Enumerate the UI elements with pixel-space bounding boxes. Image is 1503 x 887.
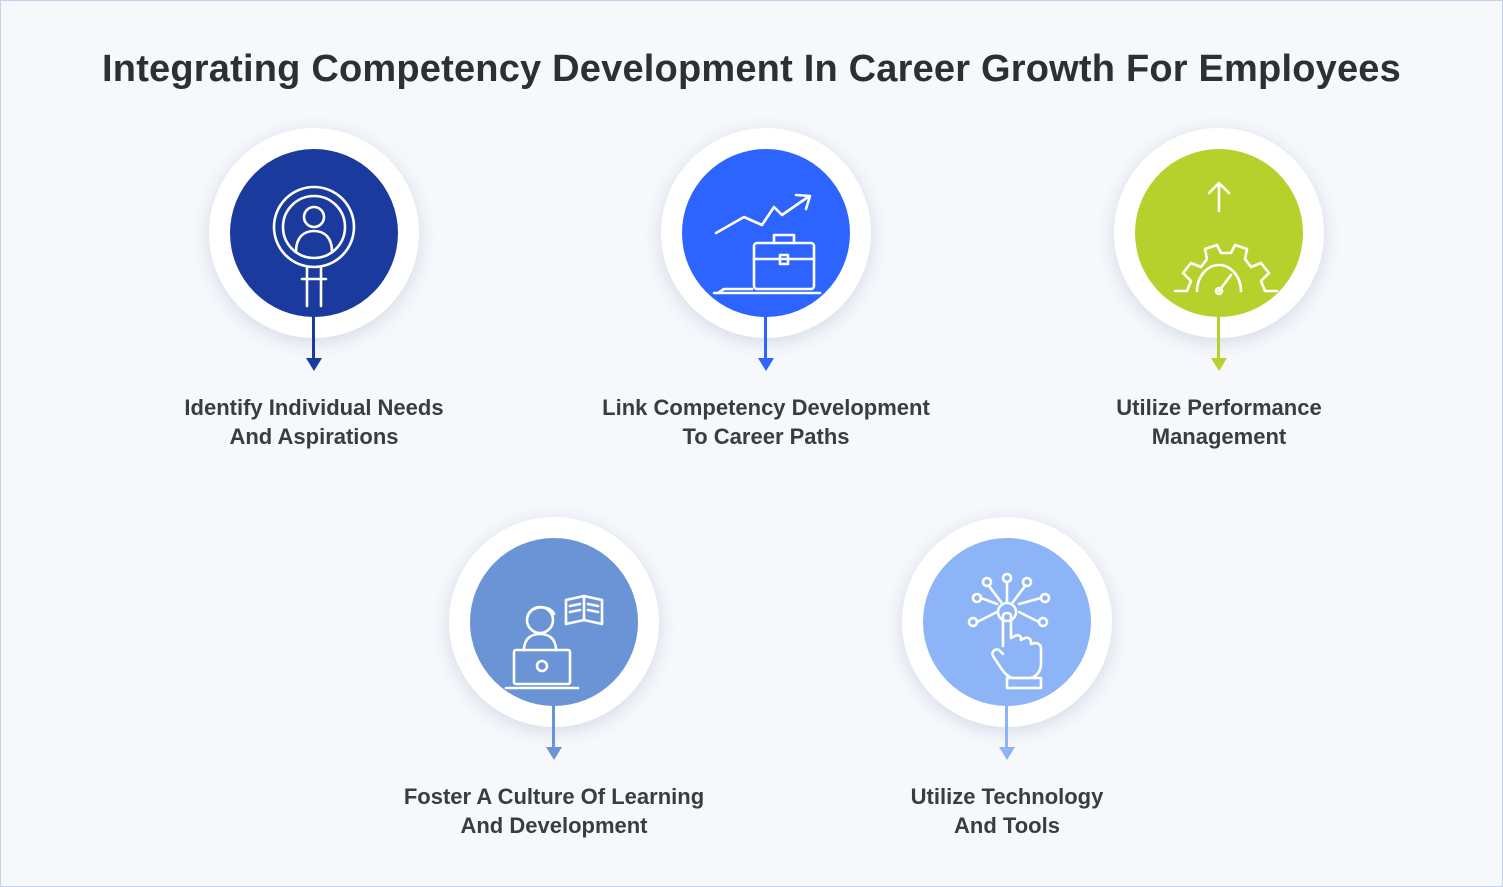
briefcase-growth-icon: [712, 193, 822, 295]
step-label: Utilize Performance Management: [1009, 393, 1429, 451]
gear-gauge-icon: [1173, 181, 1279, 296]
step-label: Utilize Technology And Tools: [797, 782, 1217, 840]
arrow-down-icon: [758, 358, 774, 371]
icon-disc: [923, 538, 1091, 706]
step-label-line: Identify Individual Needs: [184, 395, 444, 420]
arrow-down-icon: [546, 747, 562, 760]
icon-disc: [470, 538, 638, 706]
icon-halo: [209, 128, 419, 338]
step-label: Link Competency Development To Career Pa…: [556, 393, 976, 451]
learner-laptop-icon: [504, 594, 604, 690]
arrow-down-icon: [1211, 358, 1227, 371]
icon-halo: [449, 517, 659, 727]
step-label-line: Utilize Technology: [910, 784, 1104, 809]
connector-line: [312, 316, 315, 362]
step-label: Identify Individual Needs And Aspiration…: [104, 393, 524, 451]
icon-halo: [902, 517, 1112, 727]
connector-line: [764, 316, 767, 362]
icon-disc: [1135, 149, 1303, 317]
connector-line: [1005, 705, 1008, 751]
step-label-line: And Development: [460, 813, 648, 838]
step-label-line: Management: [1151, 424, 1287, 449]
icon-halo: [661, 128, 871, 338]
icon-disc: [682, 149, 850, 317]
step-label: Foster A Culture Of Learning And Develop…: [344, 782, 764, 840]
icon-disc: [230, 149, 398, 317]
arrow-down-icon: [999, 747, 1015, 760]
arrow-down-icon: [306, 358, 322, 371]
page-title: Integrating Competency Development In Ca…: [102, 48, 1401, 90]
icon-halo: [1114, 128, 1324, 338]
touch-network-icon: [967, 572, 1051, 690]
connector-line: [552, 705, 555, 751]
step-label-line: Utilize Performance: [1116, 395, 1322, 420]
step-label-line: And Tools: [954, 813, 1060, 838]
person-magnifier-icon: [272, 185, 356, 308]
step-label-line: To Career Paths: [682, 424, 850, 449]
step-label-line: And Aspirations: [229, 424, 399, 449]
step-label-line: Link Competency Development: [602, 395, 930, 420]
connector-line: [1217, 316, 1220, 362]
step-label-line: Foster A Culture Of Learning: [403, 784, 705, 809]
